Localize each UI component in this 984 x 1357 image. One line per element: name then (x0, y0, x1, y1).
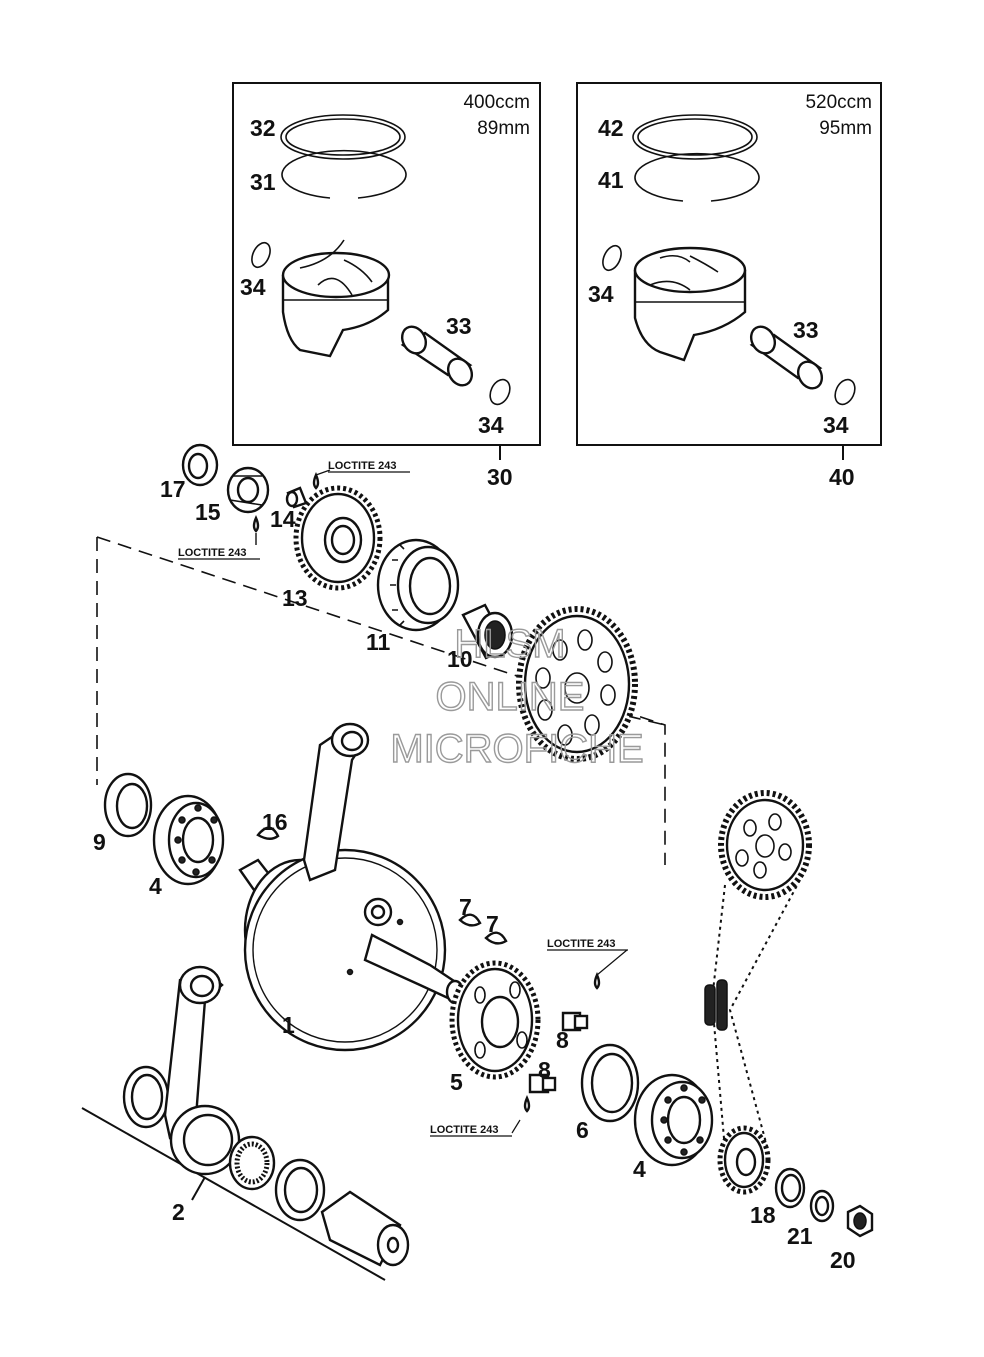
callout-10: 10 (447, 646, 473, 672)
needle-bearing (228, 1135, 276, 1191)
callout-16: 16 (262, 809, 288, 835)
thrust-washer-upper (122, 1065, 170, 1129)
callout-4: 4 (633, 1156, 646, 1182)
circlip-34-bottom (834, 378, 856, 406)
seal-9 (103, 772, 153, 838)
callout-34: 34 (478, 412, 504, 438)
bearing-4-right (633, 1073, 714, 1167)
circlip-34-top (251, 241, 271, 269)
gear-5 (449, 960, 541, 1080)
loctite-drop-icon (523, 1095, 531, 1113)
bearing-4-left (152, 794, 225, 886)
callout-4: 4 (149, 873, 162, 899)
callout-15: 15 (195, 499, 221, 525)
loctite-drop-icon (312, 472, 320, 490)
callout-8: 8 (538, 1057, 551, 1083)
washer-6 (580, 1043, 640, 1123)
conrod-kit-bracket (81, 1107, 386, 1281)
callout-33: 33 (793, 317, 819, 343)
callout-17: 17 (160, 476, 186, 502)
piston-pin-33 (400, 325, 474, 387)
callout-7: 7 (459, 894, 472, 920)
callout-20: 20 (830, 1247, 856, 1273)
callout-30: 30 (487, 464, 513, 490)
thrust-washer-lower (274, 1158, 326, 1222)
piston-ring-41 (634, 152, 760, 202)
piston-400 (281, 239, 391, 358)
nut-15 (226, 466, 270, 514)
sprocket-18 (717, 1125, 771, 1195)
kit-520-bore: 95mm (819, 118, 872, 139)
key-7 (458, 913, 482, 927)
piston-ring-31 (281, 149, 407, 199)
watermark: HLSM ONLINE MICROFICHE (390, 621, 645, 771)
loctite-drop-icon (252, 515, 260, 533)
piston-ring-32 (280, 114, 406, 160)
watermark-line-1: HLSM (454, 622, 565, 666)
gear-13 (293, 485, 383, 591)
loctite-drop-icon (593, 972, 601, 990)
callout-32: 32 (250, 115, 276, 141)
large-gear (516, 606, 638, 762)
watermark-line-2: ONLINE (436, 675, 585, 719)
callout-11: 11 (366, 629, 391, 655)
callout-2: 2 (172, 1199, 185, 1225)
callout-33: 33 (446, 313, 472, 339)
callout-6: 6 (576, 1117, 589, 1143)
chain-links (704, 979, 728, 1031)
loctite-label: LOCTITE 243 (178, 547, 246, 559)
kit-400-bore: 89mm (477, 118, 530, 139)
callout-34: 34 (823, 412, 849, 438)
kit-400-displacement: 400ccm (463, 92, 530, 113)
callout-9: 9 (93, 829, 106, 855)
bolt-8-upper (561, 1011, 589, 1032)
sprocket-large (718, 790, 812, 900)
loctite-label: LOCTITE 243 (430, 1124, 498, 1136)
watermark-line-3: MICROFICHE (390, 727, 643, 771)
piston-kit-400-box: 400ccm 89mm 32 31 34 33 34 30 (232, 82, 541, 490)
callout-5: 5 (450, 1069, 463, 1095)
piston-pin-33 (749, 325, 824, 390)
crank-pin (320, 1190, 410, 1267)
kit-520-displacement: 520ccm (805, 92, 872, 113)
connecting-rod-upper (302, 722, 370, 882)
washer-18 (774, 1167, 806, 1209)
key-16 (256, 826, 280, 840)
callout-7: 7 (486, 911, 499, 937)
callout-1: 1 (282, 1012, 295, 1038)
piston-ring-42 (632, 114, 758, 160)
callout-41: 41 (598, 167, 624, 193)
callout-8: 8 (556, 1027, 569, 1053)
callout-14: 14 (270, 506, 296, 532)
callout-13: 13 (282, 585, 308, 611)
callout-31: 31 (250, 169, 276, 195)
loctite-label: LOCTITE 243 (328, 460, 396, 472)
key-7 (484, 931, 508, 945)
bolt-8-lower (528, 1073, 557, 1094)
callout-40: 40 (829, 464, 855, 490)
nut-20 (846, 1204, 874, 1238)
callout-42: 42 (598, 115, 624, 141)
piston-kit-520-box: 520ccm 95mm 42 41 34 33 34 40 (576, 82, 882, 490)
callout-34: 34 (240, 274, 266, 300)
callout-34: 34 (588, 281, 614, 307)
bolt-14 (285, 486, 308, 509)
crankshaft-1 (238, 848, 465, 1052)
washer-21 (809, 1189, 835, 1223)
callout-21: 21 (787, 1223, 813, 1249)
bearing-11 (376, 538, 460, 632)
seal-17 (181, 443, 219, 487)
circlip-34-bottom (489, 378, 511, 406)
bushing-10 (461, 603, 514, 660)
circlip-34-top (602, 244, 622, 272)
timing-chain (710, 879, 801, 1151)
connecting-rod-lower (163, 965, 241, 1176)
callout-18: 18 (750, 1202, 776, 1228)
piston-520 (633, 246, 747, 362)
loctite-label: LOCTITE 243 (547, 938, 615, 950)
